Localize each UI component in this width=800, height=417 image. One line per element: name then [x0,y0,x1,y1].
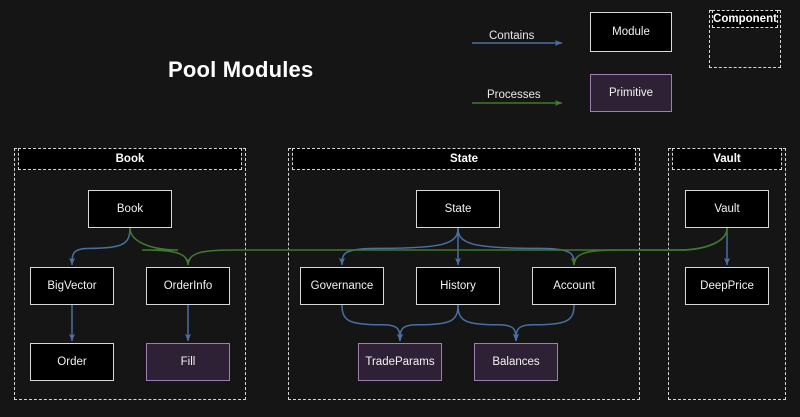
node-order[interactable]: Order [30,343,114,381]
node-state[interactable]: State [416,190,500,228]
node-deepprice[interactable]: DeepPrice [685,267,769,305]
legend-component-header: Component [712,10,778,28]
node-vault[interactable]: Vault [685,190,769,228]
group-header-book: Book [18,148,242,170]
legend-contains-label: Contains [489,30,535,42]
node-history[interactable]: History [416,267,500,305]
node-balances[interactable]: Balances [474,343,558,381]
group-header-state: State [292,148,636,170]
node-book[interactable]: Book [88,190,172,228]
page-title: Pool Modules [168,57,314,82]
legend-module-box: Module [590,12,672,52]
node-orderinfo[interactable]: OrderInfo [146,267,230,305]
node-governance[interactable]: Governance [300,267,384,305]
group-header-vault: Vault [672,148,782,170]
legend-primitive-box: Primitive [590,74,672,112]
node-tradeparams[interactable]: TradeParams [358,343,442,381]
node-account[interactable]: Account [532,267,616,305]
legend-processes-label: Processes [487,89,541,101]
node-fill[interactable]: Fill [146,343,230,381]
node-bigvector[interactable]: BigVector [30,267,114,305]
